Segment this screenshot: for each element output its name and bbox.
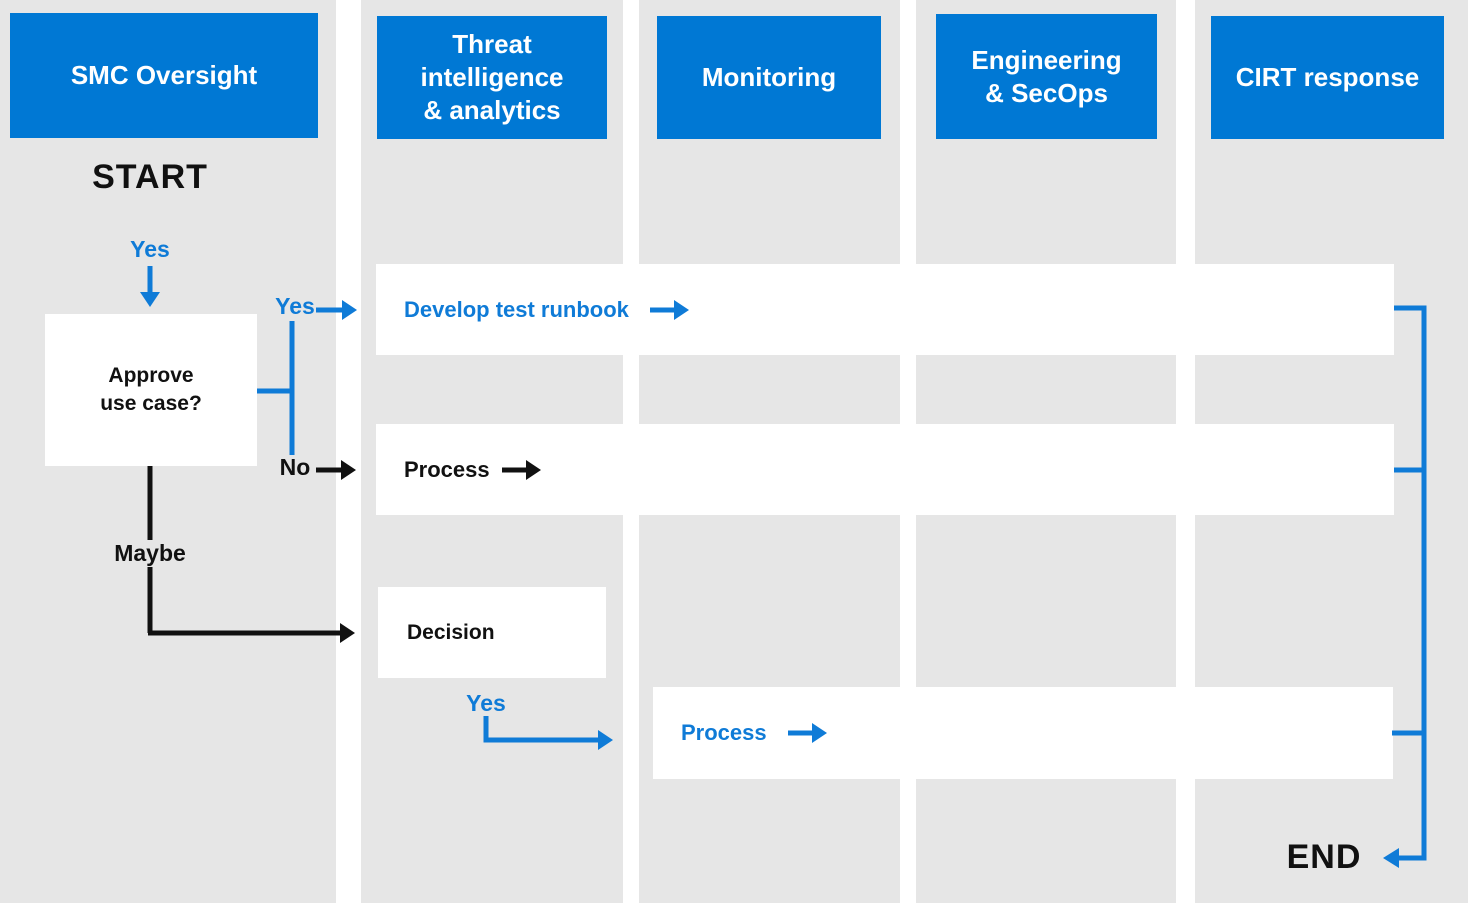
lane-header-label: Engineering [971, 44, 1122, 75]
no-right-arrowhead-icon [341, 460, 356, 480]
lane-header-label: & analytics [423, 95, 561, 125]
approve-use-case-line: Approve [108, 364, 194, 387]
start-label: START [92, 158, 208, 196]
lane-header-monitoring: Monitoring [657, 16, 881, 139]
maybe-branch-label: Maybe [90, 540, 210, 567]
lane-header-label: & SecOps [985, 77, 1108, 108]
lane-header-label: Threat [452, 29, 532, 59]
lane-header-label: intelligence [420, 62, 564, 92]
process-bar-no-path: Process [376, 424, 1394, 515]
decision-box: Decision [378, 587, 606, 678]
process-label: Process [681, 720, 767, 745]
maybe-arrowhead-icon [340, 623, 355, 643]
lane-header-label: Monitoring [701, 62, 837, 92]
process-bar-yes-path: Process [653, 687, 1393, 779]
decision-yes-label: Yes [466, 690, 506, 716]
approve-use-case-line: use case? [100, 392, 202, 415]
approve-use-case-box: Approve use case? [45, 314, 257, 466]
process-label: Process [404, 456, 490, 482]
decision-label: Decision [407, 620, 495, 644]
lane-header-smc-oversight: SMC Oversight [10, 13, 318, 138]
yes-branch-label: Yes [275, 293, 315, 319]
end-label: END [1286, 838, 1362, 876]
lane-header-threat-intel-analytics: Threat intelligence & analytics [377, 16, 607, 139]
lane-header-engineering-secops: Engineering & SecOps [936, 14, 1157, 139]
develop-test-runbook-label: Develop test runbook [404, 296, 629, 322]
no-branch-label: No [279, 454, 311, 480]
yes-right-arrowhead-icon [342, 300, 357, 320]
lane-header-cirt-response: CIRT response [1211, 16, 1444, 139]
lane-header-label: CIRT response [1235, 62, 1420, 92]
yes-entry-label: Yes [130, 236, 170, 262]
lane-header-label: SMC Oversight [70, 60, 258, 90]
develop-test-runbook-bar: Develop test runbook [376, 264, 1394, 355]
